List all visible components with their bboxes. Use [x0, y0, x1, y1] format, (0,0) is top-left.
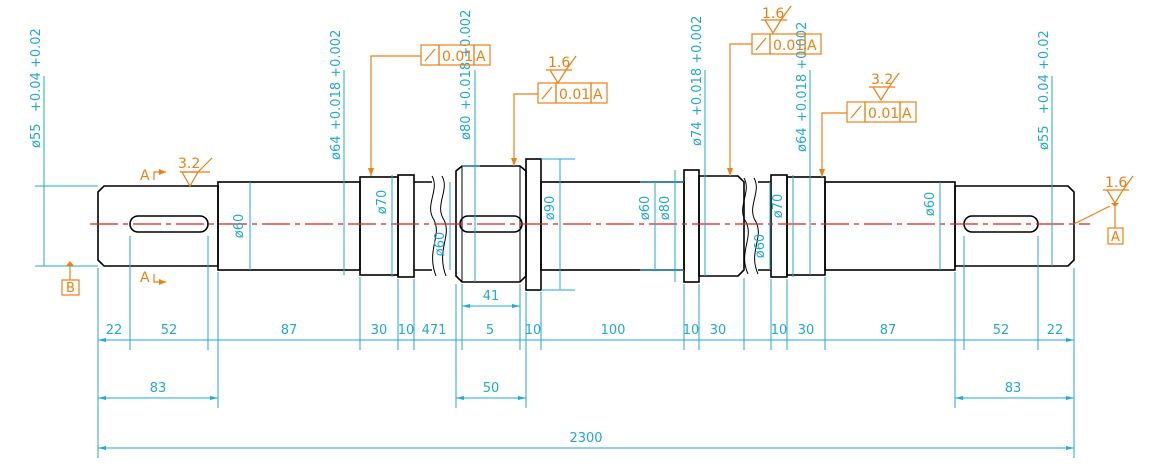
runout-datum: A — [476, 49, 486, 65]
section-label: A — [140, 168, 150, 184]
fit-tol: +0.04 +0.02 — [29, 28, 44, 112]
datum-markers: B A — [61, 203, 1124, 296]
section-markers: A A — [140, 168, 166, 286]
key-width-label: 41 — [483, 289, 500, 304]
fit-dia: ø55 — [1037, 126, 1052, 151]
len-label: 5 — [486, 323, 494, 338]
len-label: 30 — [798, 323, 815, 338]
dia-label: ø60 — [232, 214, 247, 239]
runout-frames: 0.01 A 0.01 A 0.01 A 0.01 A — [368, 33, 917, 177]
len-label: 10 — [398, 323, 415, 338]
len-label: 50 — [483, 381, 500, 396]
diameter-dimensions — [35, 70, 1053, 291]
datum-a-label: A — [1111, 230, 1120, 245]
dia-label: ø60 — [753, 234, 768, 259]
roughness-value: 3.2 — [871, 72, 893, 88]
len-label: 22 — [1047, 323, 1064, 338]
len-label: 83 — [1005, 381, 1022, 396]
len-label: 10 — [683, 323, 700, 338]
runout-value: 0.01 — [773, 38, 804, 54]
len-label: 10 — [771, 323, 788, 338]
dia-label: ø60 — [638, 196, 653, 221]
runout-datum: A — [593, 87, 603, 103]
len-label: 87 — [281, 323, 298, 338]
len-label: 471 — [422, 323, 447, 338]
roughness-symbols: 3.2 1.6 1.6 3.2 1.6 — [178, 5, 1134, 205]
runout-datum: A — [807, 38, 817, 54]
fit-dia: ø80 — [459, 116, 474, 141]
runout-value: 0.01 — [559, 87, 590, 103]
fit-labels: ø55 +0.04 +0.02 ø64 +0.018 +0.002 ø80 +0… — [29, 10, 1052, 160]
dia-label: ø60 — [433, 232, 448, 257]
len-label: 87 — [880, 323, 897, 338]
len-label: 22 — [106, 323, 123, 338]
fit-tol: +0.04 +0.02 — [1037, 30, 1052, 114]
roughness-value: 1.6 — [548, 55, 570, 71]
roughness-value: 1.6 — [1105, 175, 1127, 191]
len-label: 30 — [710, 323, 727, 338]
fit-dia: ø64 — [329, 136, 344, 161]
runout-value: 0.01 — [868, 106, 899, 122]
dia-label: ø80 — [658, 196, 673, 221]
roughness-value: 1.6 — [762, 6, 784, 22]
length-labels: 22 52 87 30 10 471 5 10 100 10 30 10 30 … — [106, 289, 1064, 446]
len-label: 30 — [371, 323, 388, 338]
dia-label: ø70 — [375, 190, 390, 215]
fit-dia: ø74 — [690, 122, 705, 147]
dia-label: ø60 — [923, 192, 938, 217]
len-label: 52 — [993, 323, 1010, 338]
dia-label: ø90 — [543, 196, 558, 221]
overall-length-label: 2300 — [569, 431, 602, 446]
dia-label: ø70 — [771, 194, 786, 219]
fit-tol: +0.018 +0.002 — [690, 16, 705, 116]
fit-tol: +0.018 +0.002 — [459, 10, 474, 110]
fit-dia: ø55 — [29, 124, 44, 149]
diameter-labels: ø60 ø70 ø60 ø90 ø60 ø80 ø70 ø60 ø60 — [232, 190, 938, 259]
datum-b-label: B — [66, 281, 75, 296]
fit-dia: ø64 — [795, 128, 810, 153]
len-label: 52 — [161, 323, 178, 338]
runout-value: 0.01 — [442, 49, 473, 65]
fit-tol: +0.018 +0.002 — [795, 22, 810, 122]
len-label: 100 — [601, 323, 626, 338]
length-dimension-lines — [97, 236, 1075, 458]
fit-tol: +0.018 +0.002 — [329, 30, 344, 130]
roughness-value: 3.2 — [178, 156, 200, 172]
runout-datum: A — [902, 106, 912, 122]
len-label: 10 — [525, 323, 542, 338]
len-label: 83 — [150, 381, 167, 396]
section-label: A — [140, 270, 150, 286]
